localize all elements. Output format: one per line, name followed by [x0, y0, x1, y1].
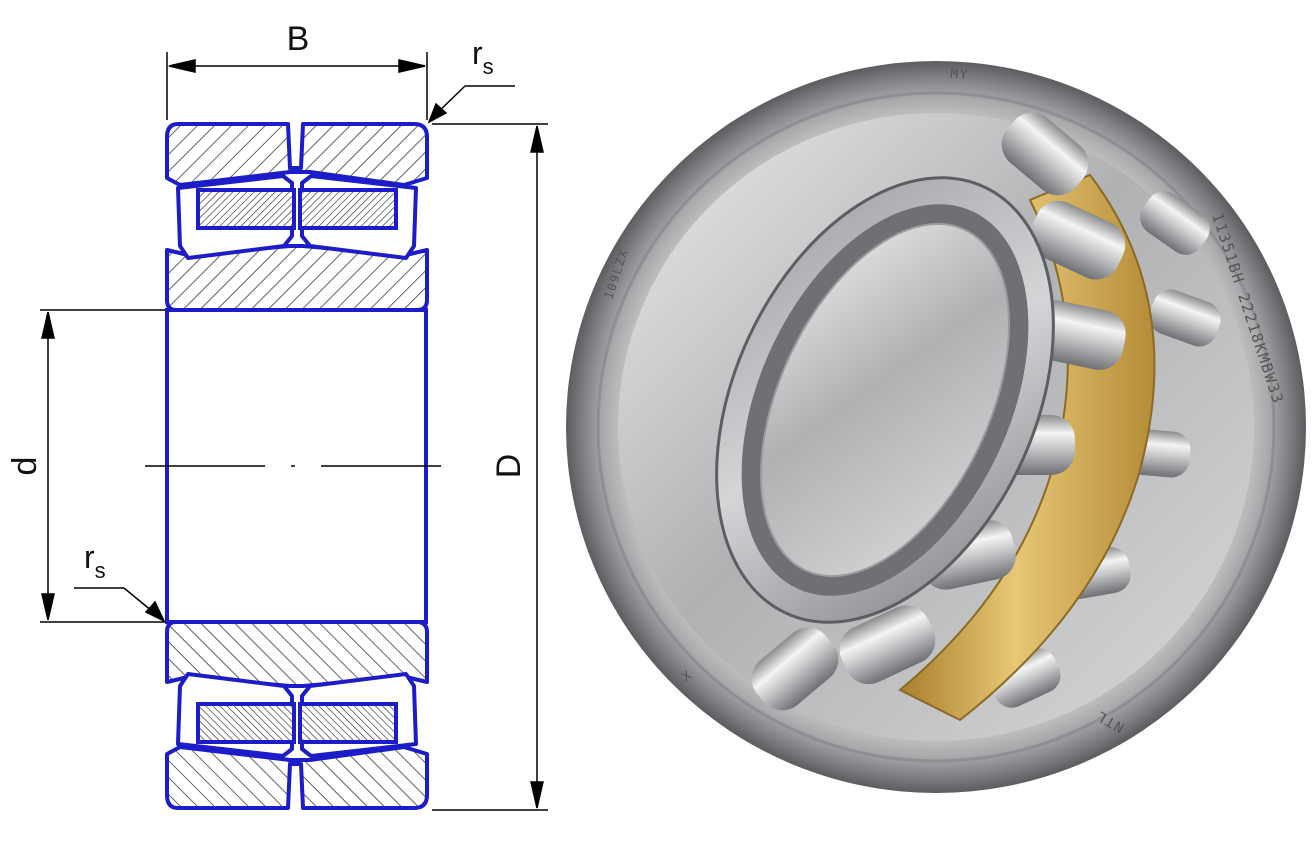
inner-bore [760, 222, 1010, 578]
label-d: d [6, 457, 44, 476]
chamfer-leader-top [427, 85, 515, 124]
chamfer-leader-bottom [74, 587, 166, 623]
top-section [165, 122, 429, 312]
cross-section-drawing: B D d rs [6, 20, 548, 811]
cage-bar-right-top [298, 188, 398, 230]
inner-ring-top [165, 244, 429, 312]
outer-ring-bottom [165, 745, 429, 810]
inner-ring-bottom [165, 620, 429, 688]
dimension-B [166, 52, 428, 120]
cage-bar-left-bottom [196, 702, 296, 744]
label-D: D [490, 454, 528, 479]
outer-ring-top [165, 122, 429, 187]
cage-bar-left-top [196, 188, 296, 230]
label-rs-bottom: rs [84, 539, 106, 583]
engraving-top: MY [950, 67, 970, 83]
label-B: B [287, 20, 310, 58]
bottom-section [165, 620, 429, 810]
bearing-photo: 11351BH 22218KMBW33 NTL MY 109LZX X [566, 61, 1306, 793]
dimension-d [40, 309, 165, 623]
label-rs-top: rs [472, 35, 494, 79]
dimension-D [432, 123, 548, 811]
cage-bar-right-bottom [298, 702, 398, 744]
